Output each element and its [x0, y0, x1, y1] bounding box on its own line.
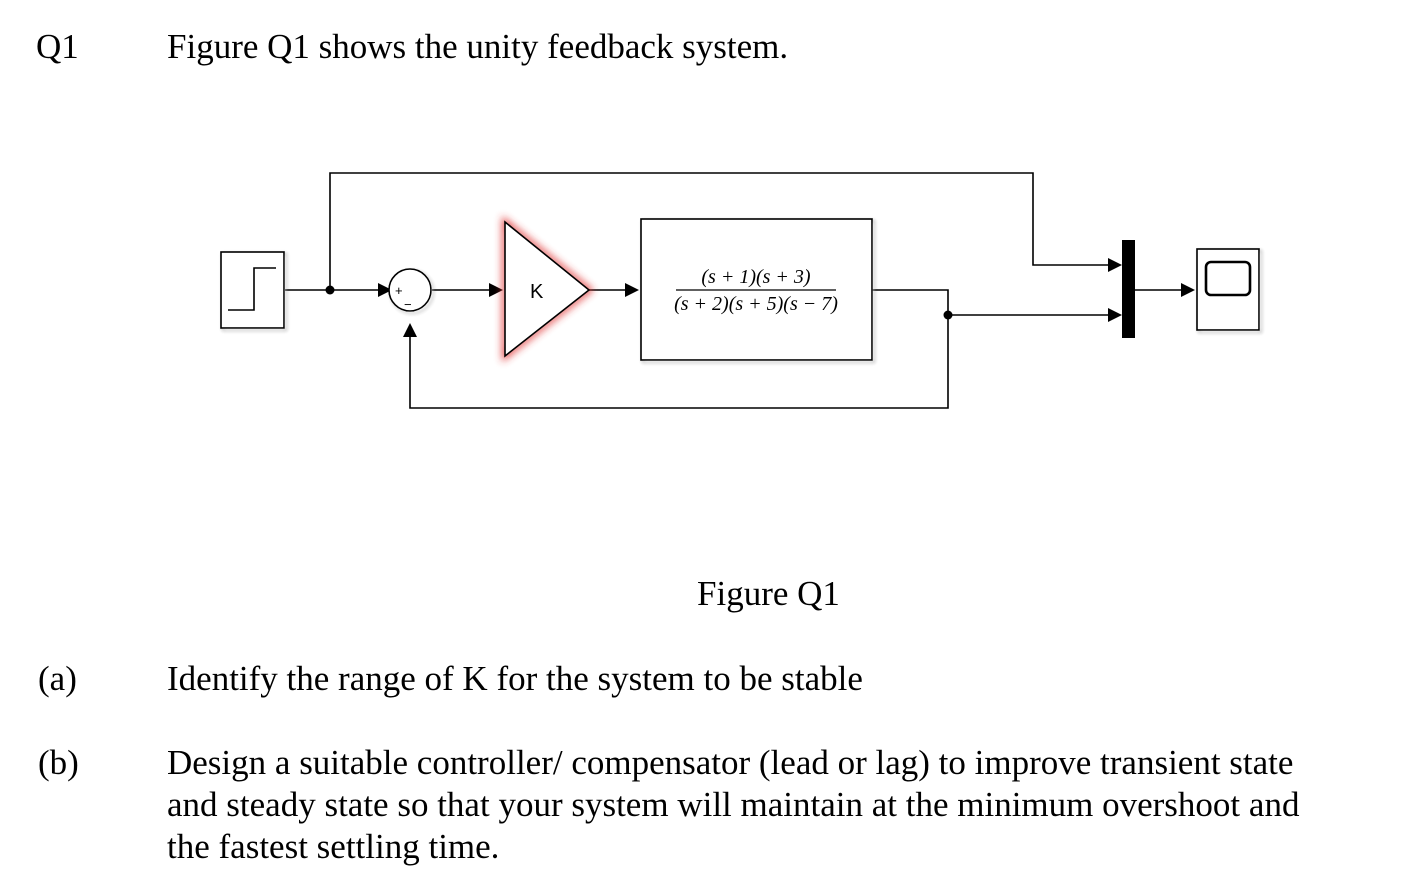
arrow-into-gain	[489, 283, 503, 297]
sum-plus-sign: +	[395, 283, 403, 298]
gain-block: K	[502, 215, 594, 363]
part-b-line: the fastest settling time.	[167, 827, 500, 866]
scope-block	[1196, 248, 1260, 331]
arrow-into-scope	[1181, 283, 1195, 297]
signal-wires	[285, 172, 1181, 409]
sum-minus-sign: −	[404, 297, 412, 312]
part-b-label: (b)	[38, 743, 79, 782]
part-a-label: (a)	[38, 659, 77, 698]
part-b-text: Design a suitable controller/ compensato…	[167, 742, 1367, 868]
part-b-line: and steady state so that your system wil…	[167, 785, 1300, 824]
question-intro: Figure Q1 shows the unity feedback syste…	[167, 27, 789, 66]
plant-transfer-function-block: (s + 1)(s + 3) (s + 2)(s + 5)(s − 7)	[640, 218, 873, 361]
tf-numerator: (s + 1)(s + 3)	[701, 266, 811, 288]
wire-feedback	[409, 315, 949, 409]
branch-points	[325, 285, 953, 320]
step-source-block	[220, 251, 285, 329]
wire-plant-output	[872, 289, 949, 315]
scope-screen-icon	[1204, 260, 1252, 297]
sum-block: + −	[388, 268, 432, 312]
figure-caption: Figure Q1	[697, 574, 840, 613]
wire-reference-to-mux	[329, 172, 1108, 290]
part-a-text: Identify the range of K for the system t…	[167, 659, 863, 698]
part-b-line: Design a suitable controller/ compensato…	[167, 743, 1294, 782]
branch-point-output	[943, 310, 953, 320]
arrow-into-mux-bottom	[1108, 308, 1122, 322]
arrow-into-sum	[378, 283, 392, 297]
arrowheads	[378, 258, 1195, 337]
gain-label: K	[530, 281, 544, 303]
question-number: Q1	[36, 27, 79, 66]
mux-block	[1122, 240, 1135, 338]
arrow-into-mux-top	[1108, 258, 1122, 272]
step-icon	[228, 267, 276, 311]
tf-denominator: (s + 2)(s + 5)(s − 7)	[674, 293, 838, 315]
branch-point-reference	[325, 285, 335, 295]
arrow-feedback-into-sum	[403, 323, 417, 337]
arrow-into-plant	[625, 283, 639, 297]
